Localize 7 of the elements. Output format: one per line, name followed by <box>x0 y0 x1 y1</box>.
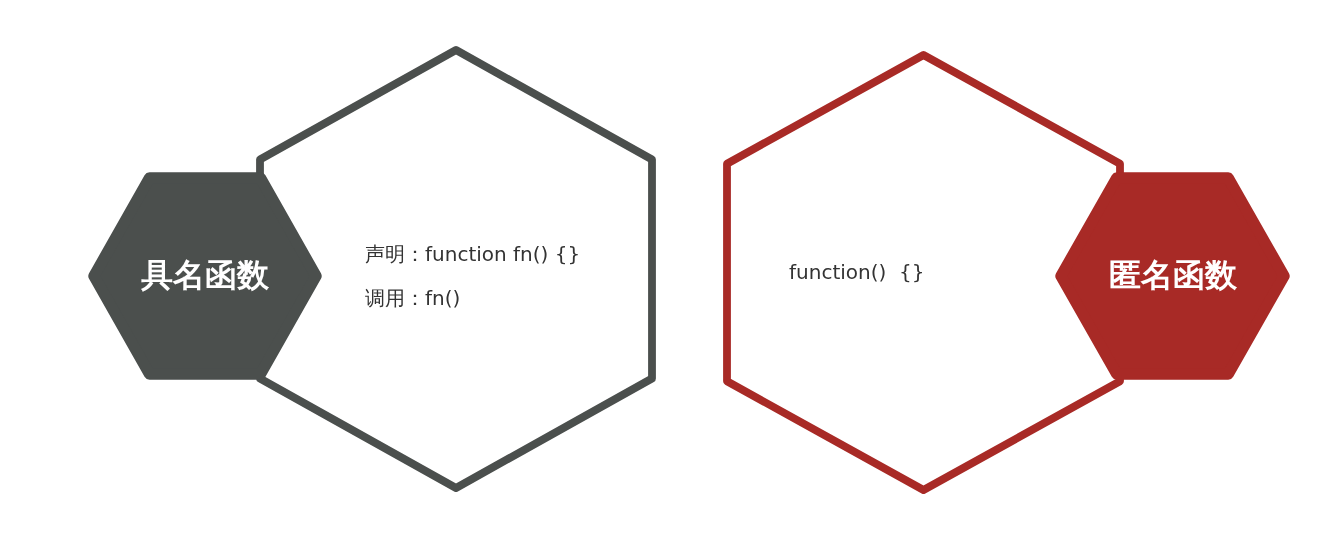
code-text: function() {} <box>789 260 925 284</box>
hexagon-title: 具名函数 <box>141 255 269 296</box>
hexagon <box>1055 172 1290 380</box>
code-text: 声明：function fn() {} <box>365 241 581 268</box>
code-text: 调用：fn() <box>365 285 461 312</box>
hexagon-title: 匿名函数 <box>1108 255 1237 296</box>
hexagon <box>88 172 322 380</box>
